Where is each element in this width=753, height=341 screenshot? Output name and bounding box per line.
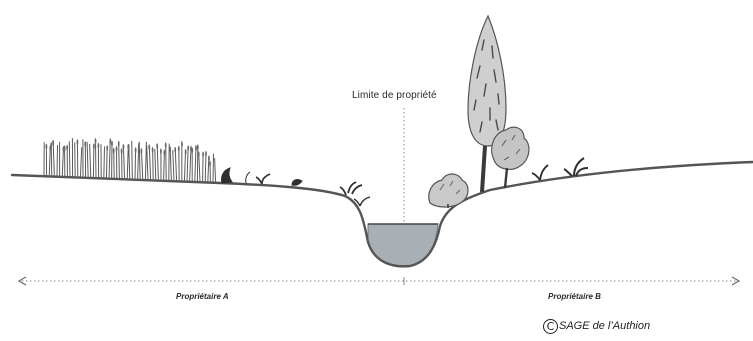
- river-water: [368, 224, 438, 266]
- shrub: [429, 174, 468, 207]
- property-limit-label: Limite de propriété: [352, 90, 437, 101]
- copyright-credit: C SAGE de l’Authion: [543, 317, 650, 335]
- poplar-tree: [468, 16, 506, 146]
- owner-b-label: Propriétaire B: [548, 292, 601, 301]
- owner-a-label: Propriétaire A: [176, 292, 229, 301]
- bank-vegetation-right: [429, 16, 588, 208]
- credit-text: SAGE de l’Authion: [559, 320, 650, 332]
- copyright-icon: C: [543, 319, 558, 334]
- reed-bed: [44, 138, 216, 182]
